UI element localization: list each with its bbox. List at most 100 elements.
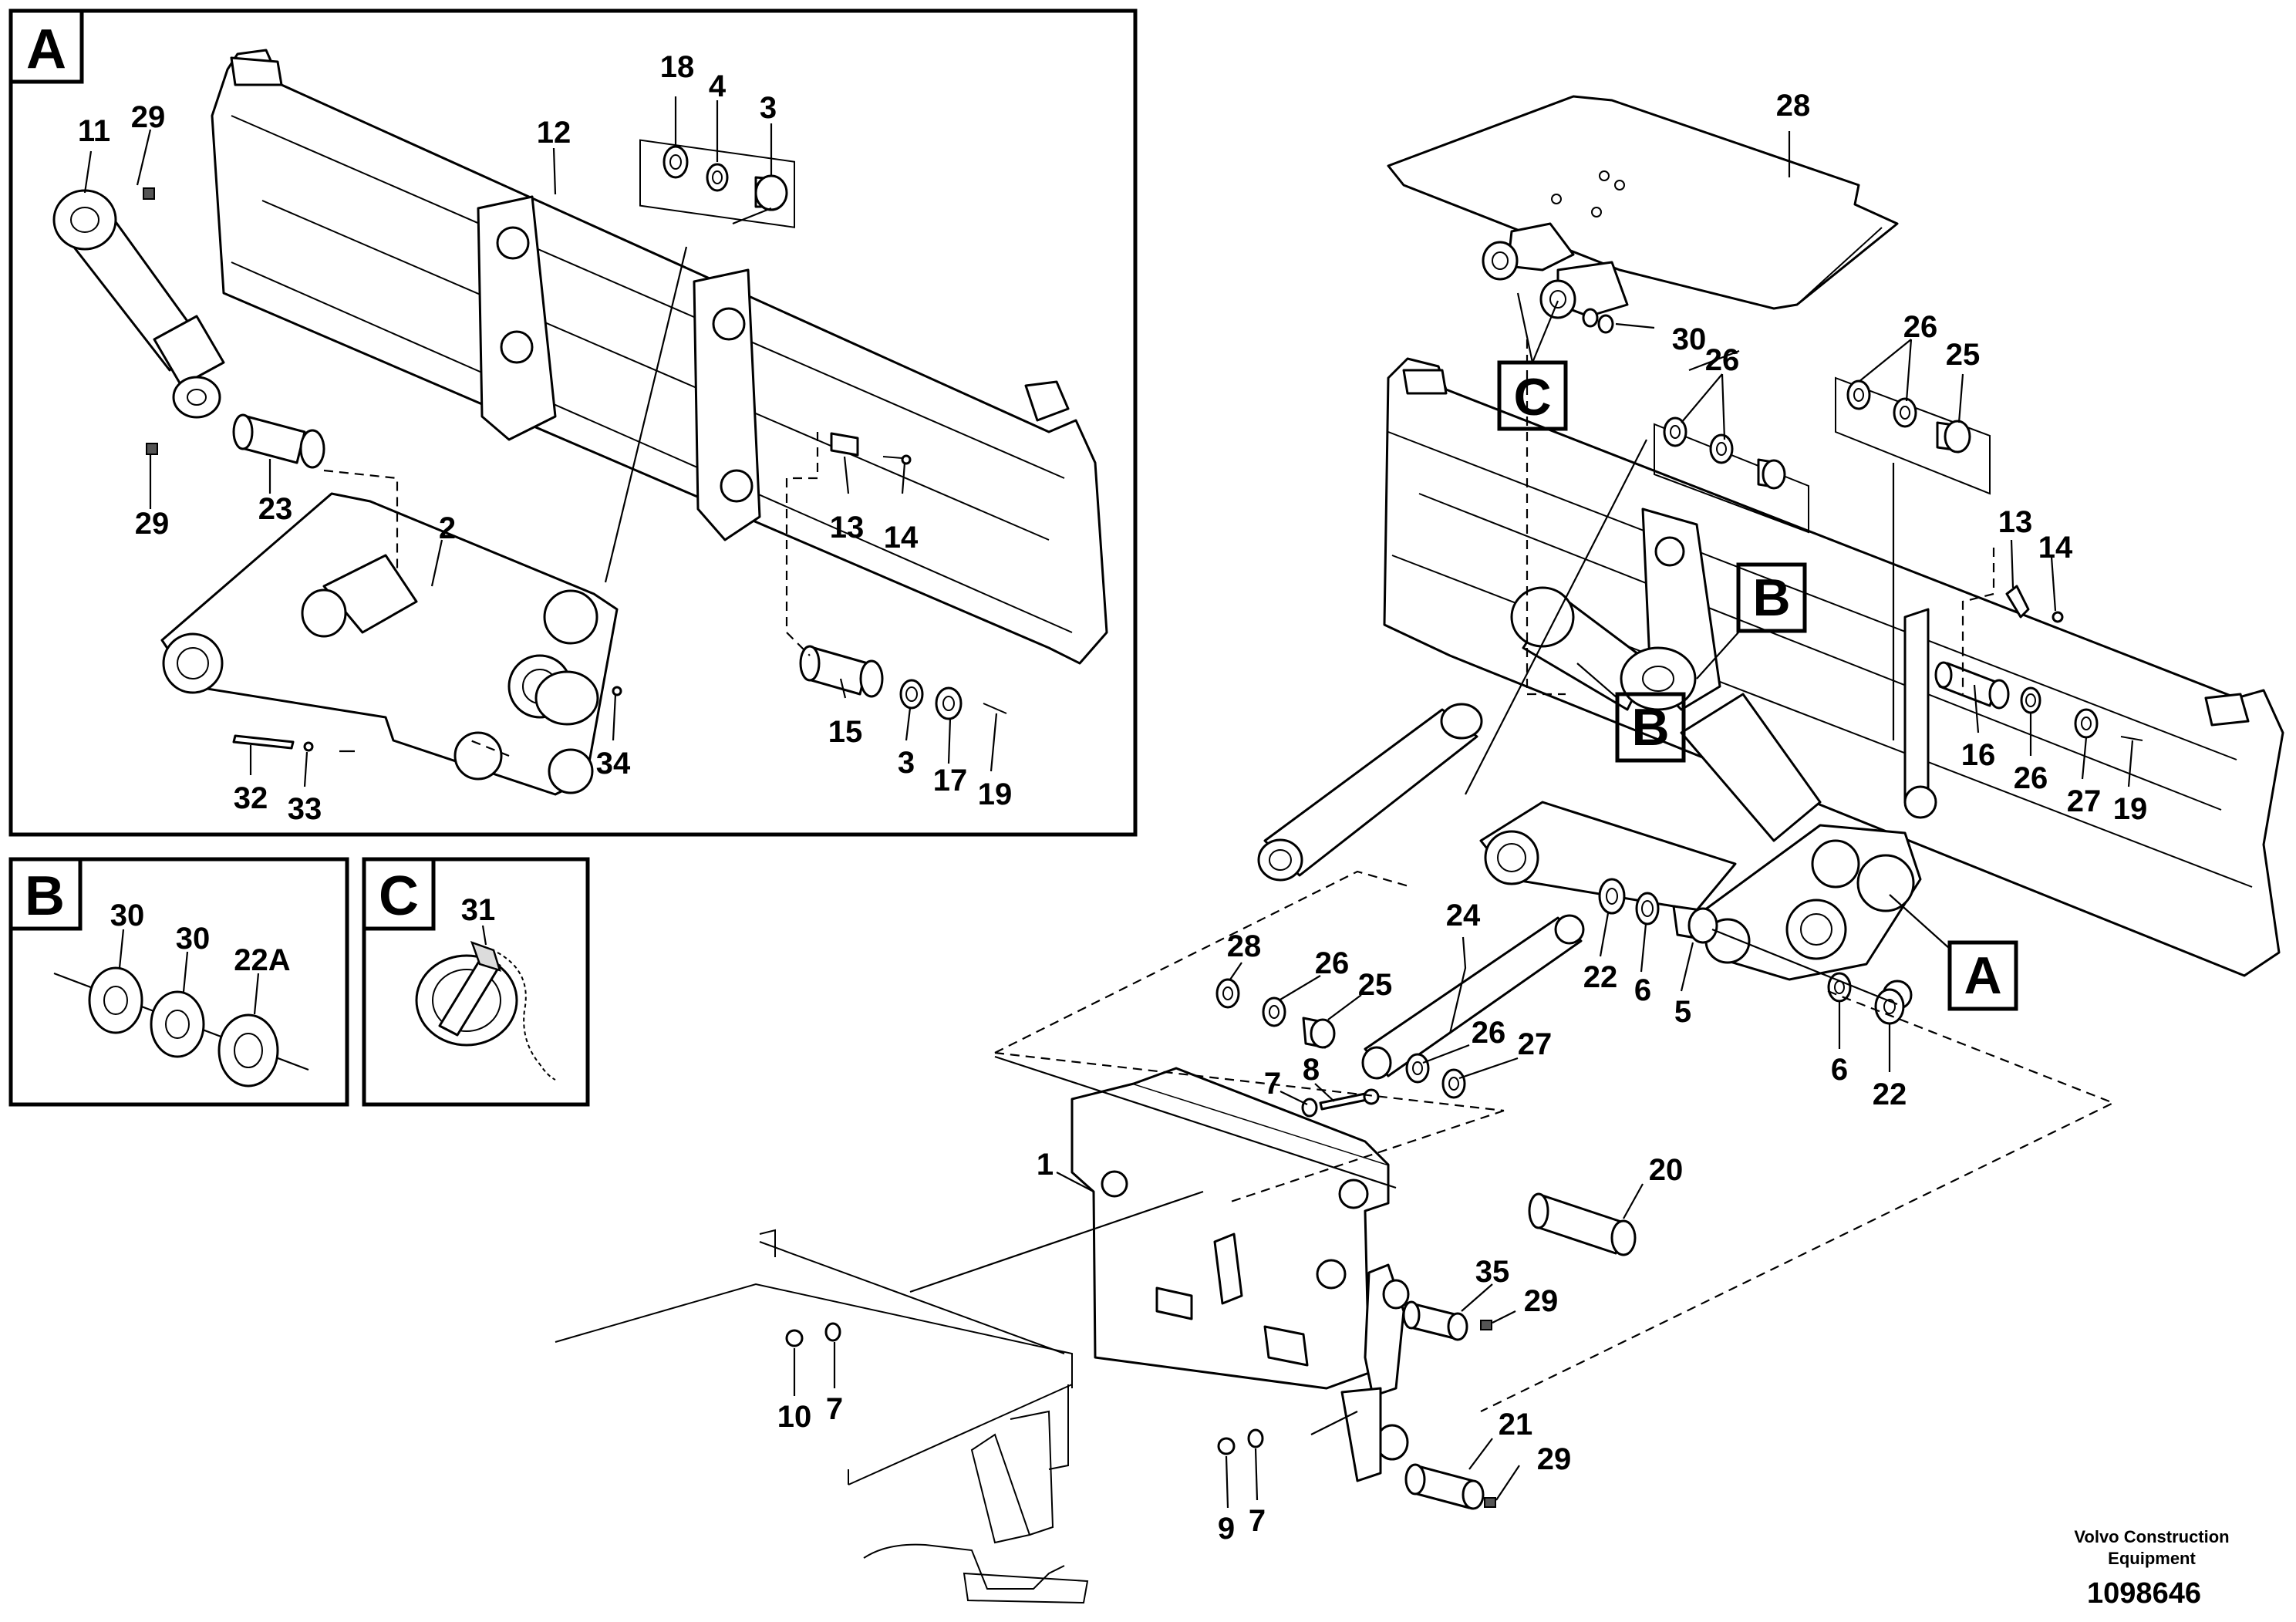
callout-22-lower: 22: [1873, 1077, 1907, 1111]
callout-34: 34: [596, 747, 631, 781]
callout-31: 31: [461, 893, 496, 927]
washer-group-26-25: [1654, 376, 1991, 534]
detail-a-frame: [8, 8, 1138, 837]
callout-7-left: 7: [826, 1392, 843, 1426]
ref-letter-b-upper: B: [1752, 568, 1790, 627]
callout-27-link: 27: [1518, 1027, 1553, 1061]
bolt-8-washer-7: [1301, 1088, 1380, 1118]
credit-line-1: Volvo Construction: [2074, 1527, 2229, 1546]
callout-32: 32: [234, 781, 268, 815]
callout-26-link-left: 26: [1315, 946, 1350, 980]
lock-pin-31: [415, 925, 556, 1081]
callout-23: 23: [258, 492, 293, 526]
callout-26-pin16: 26: [2014, 761, 2048, 795]
callout-22-mid: 22: [1583, 960, 1618, 994]
detail-a-lines: [83, 96, 998, 787]
callout-7-upper: 7: [1264, 1067, 1281, 1101]
footer: Volvo Construction Equipment 1098646: [2074, 1527, 2229, 1610]
detail-a-callouts: 11 29 12 18 4 3 29 23 2 13 14 15 3 17 19…: [78, 50, 1012, 826]
callout-17: 17: [933, 764, 968, 798]
callout-26-mid: 26: [1705, 343, 1740, 377]
pin-23: [232, 413, 325, 469]
credit-line-2: Equipment: [2108, 1549, 2196, 1568]
callout-35: 35: [1475, 1255, 1510, 1289]
callout-11: 11: [78, 114, 110, 148]
push-arm-left: [1257, 703, 1483, 882]
ref-letter-b-lower: B: [1631, 698, 1669, 757]
detail-b-letter: B: [25, 865, 65, 927]
callout-30-first: 30: [110, 899, 145, 932]
bracket-2: [160, 492, 619, 796]
callout-29-lower: 29: [1537, 1442, 1572, 1476]
callout-29-bottom: 29: [135, 507, 170, 541]
callout-19: 19: [978, 777, 1013, 811]
callout-26-right: 26: [1903, 310, 1938, 344]
callout-33: 33: [288, 792, 322, 826]
main-callout-leaders: [793, 131, 2134, 1509]
bolts-10-9: [785, 1322, 1264, 1455]
detail-c-frame: [362, 857, 590, 1107]
ref-letter-a: A: [1964, 946, 2001, 1005]
detail-a-letter: A: [26, 19, 66, 80]
pin-21: [1404, 1463, 1496, 1510]
detail-b-frame: [8, 857, 349, 1107]
callout-6-mid: 6: [1634, 973, 1651, 1007]
callout-14: 14: [884, 521, 919, 555]
small-parts-a: [232, 432, 1007, 752]
callout-7-lower: 7: [1249, 1504, 1266, 1538]
callout-25-link: 25: [1358, 968, 1393, 1002]
main-callouts: 28 30 26 26 25 13 14 16 26 27 19 24 22 6…: [777, 89, 2148, 1546]
callout-25-right: 25: [1946, 338, 1981, 372]
main-linkage: [1479, 586, 1937, 1010]
ref-box-a: [1947, 940, 2018, 1011]
pin-15: [799, 645, 963, 720]
washer-stack-a: [639, 139, 795, 228]
callout-14-main: 14: [2038, 531, 2073, 565]
document-number: 1098646: [2087, 1577, 2201, 1610]
callout-2: 2: [439, 511, 456, 545]
link-24: [1215, 914, 1585, 1099]
callout-18: 18: [660, 50, 695, 84]
callout-4: 4: [709, 69, 727, 103]
main-ref-boxes: C B B A: [1497, 292, 2018, 1011]
callout-16: 16: [1961, 738, 1996, 772]
lift-cylinder-11: [52, 187, 225, 455]
detail-c-letter: C: [379, 865, 419, 927]
callout-21: 21: [1499, 1408, 1533, 1442]
machine-frame: [555, 1229, 1089, 1604]
main-lines: [909, 339, 2116, 1435]
detail-c-letter-box: [362, 857, 436, 931]
callout-30-second: 30: [176, 922, 211, 956]
callout-1: 1: [1037, 1148, 1054, 1182]
callout-13-main: 13: [1998, 505, 2033, 539]
callout-9: 9: [1218, 1512, 1235, 1546]
callout-27-pin16: 27: [2067, 784, 2102, 818]
pin-20: [1528, 1192, 1637, 1256]
callout-8: 8: [1303, 1053, 1320, 1087]
callout-20: 20: [1649, 1153, 1684, 1187]
detail-a-letter-box: [8, 8, 84, 84]
ref-letter-c: C: [1513, 368, 1551, 427]
callout-29-top: 29: [131, 100, 166, 134]
ref-box-b-lower: [1615, 692, 1686, 763]
mounting-plate-1: [1070, 1067, 1410, 1482]
callout-26-link-right: 26: [1472, 1016, 1506, 1050]
callout-6-lower: 6: [1831, 1053, 1848, 1087]
callout-15: 15: [828, 715, 863, 749]
ref-box-b-upper: [1736, 562, 1807, 633]
callout-19-main: 19: [2113, 792, 2148, 826]
callout-3-bottom: 3: [898, 746, 915, 780]
callout-12: 12: [537, 116, 571, 150]
callout-13: 13: [830, 511, 865, 545]
callout-28-top: 28: [1776, 89, 1811, 123]
callout-5: 5: [1674, 995, 1691, 1029]
callout-22a: 22A: [234, 943, 290, 977]
callout-10: 10: [777, 1400, 812, 1434]
callout-3-top: 3: [760, 91, 777, 125]
callout-29-upper: 29: [1524, 1284, 1559, 1318]
callout-30-main: 30: [1672, 322, 1707, 356]
pin-35: [1402, 1300, 1492, 1341]
detail-b-letter-box: [8, 857, 83, 931]
cover-plate-28: [1387, 95, 1899, 334]
